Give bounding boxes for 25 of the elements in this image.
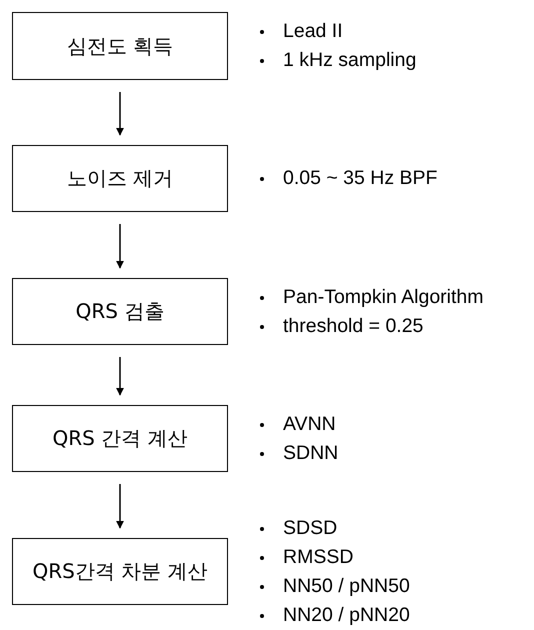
bullet-item: AVNN — [258, 410, 338, 438]
step-label: QRS간격 차분 계산 — [32, 558, 208, 585]
bullet-item: threshold = 0.25 — [258, 312, 484, 340]
bullet-item: Pan-Tompkin Algorithm — [258, 282, 484, 312]
process-box — [12, 538, 228, 605]
bullet-item: 0.05 ~ 35 Hz BPF — [258, 164, 438, 193]
arrow — [116, 357, 124, 396]
arrow — [116, 224, 124, 269]
bullet-item: RMSSD — [258, 542, 410, 572]
process-box — [12, 145, 228, 212]
step-label: 노이즈 제거 — [66, 165, 174, 192]
bullet-item: SDNN — [258, 438, 338, 468]
arrow — [116, 484, 124, 529]
bullet-item: NN50 / pNN50 — [258, 572, 410, 600]
arrow — [116, 92, 124, 136]
bullet-item: 1 kHz sampling — [258, 46, 416, 75]
bullet-item: NN20 / pNN20 — [258, 600, 410, 630]
bullet-item: Lead II — [258, 17, 416, 46]
step-label: QRS 간격 계산 — [52, 425, 188, 452]
step-label: QRS 검출 — [76, 298, 164, 325]
step-label: 심전도 획득 — [66, 32, 174, 60]
process-box — [12, 278, 228, 345]
bullet-item: SDSD — [258, 514, 410, 542]
process-box — [12, 12, 228, 80]
process-box — [12, 405, 228, 472]
